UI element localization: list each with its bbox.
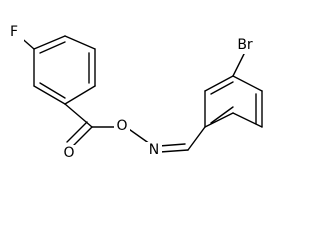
- fluorobenzene-ring: [33, 35, 96, 105]
- bond-ring2-e: [204, 75, 234, 92]
- bond-ring2-a: [204, 112, 234, 128]
- atom-label-carbonyl-o: O: [63, 145, 74, 161]
- atom-label-f: F: [10, 24, 18, 40]
- bond-carbonyl-double-b: [66, 121, 88, 143]
- atom-fluorine: F: [8, 24, 24, 41]
- bond-ring1-a: [33, 35, 66, 50]
- chemical-structure-diagram: F Br O O N: [8, 24, 263, 162]
- bond-carbonyl-double-a: [71, 126, 93, 148]
- bond-ring2-b: [232, 112, 263, 128]
- bond-imine-double-a: [159, 149, 189, 153]
- bond-ring1-double-1: [39, 41, 66, 54]
- bond-ring1-carbonyl: [64, 103, 93, 128]
- bond-ring2-double-1: [210, 106, 234, 124]
- atom-label-br: Br: [237, 37, 253, 53]
- bromobenzene-ring: [204, 75, 263, 128]
- bond-c-br: [232, 51, 246, 77]
- atom-ester-oxygen: O: [114, 118, 130, 135]
- atom-label-n: N: [149, 142, 159, 158]
- atom-carbonyl-oxygen: O: [61, 145, 77, 162]
- bond-ring2-double-3: [210, 81, 234, 95]
- atom-bromine: Br: [232, 37, 258, 54]
- bond-ring1-e: [33, 85, 66, 105]
- bond-ring1-b: [64, 35, 96, 50]
- atom-label-ester-o: O: [116, 118, 127, 134]
- atom-imine-nitrogen: N: [146, 142, 162, 159]
- bond-ring1-d: [64, 85, 96, 105]
- bond-imine-ring2: [187, 126, 206, 151]
- bond-imine-double-b: [158, 143, 186, 147]
- bond-ring1-double-3: [39, 82, 66, 99]
- bond-ring2-d: [232, 75, 263, 92]
